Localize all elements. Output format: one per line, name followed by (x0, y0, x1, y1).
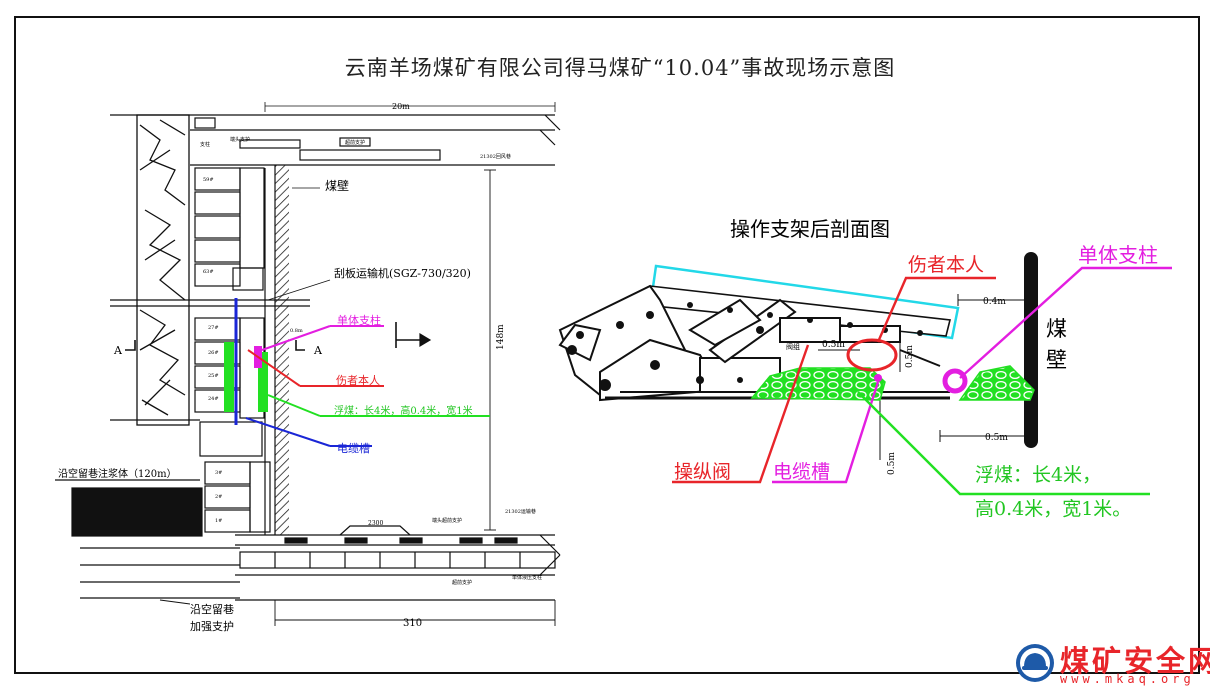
dim-05-bottom: 0.5m (985, 433, 1008, 443)
label-coal-line1: 浮煤：长4米， (975, 464, 1101, 486)
dim-04-top: 0.4m (983, 297, 1006, 307)
dim-310: 310 (403, 618, 422, 629)
watermark-url: www.mkaq.org (1060, 672, 1195, 686)
dim-148m: 148m (496, 324, 506, 350)
goaf-grout-block (71, 487, 203, 537)
label-goaf-grout: 沿空留巷注浆体（120m） (58, 467, 177, 480)
loose-coal-pile-2 (958, 365, 1035, 401)
watermark-title: 煤矿安全网 (1060, 644, 1210, 678)
tiny-hydraulic-prop: 单体液压支柱 (512, 574, 542, 581)
cable-marker (874, 374, 882, 382)
label-coal-wall-2: 壁 (1046, 348, 1067, 372)
label-cable-section: 电缆槽 (773, 461, 830, 483)
label-prop-section: 单体支柱 (1078, 243, 1158, 267)
section-title: 操作支架后剖面图 (730, 217, 890, 241)
support-column (194, 167, 271, 535)
support-no-63: 63# (203, 269, 214, 275)
label-cable-tray: 电缆槽 (337, 442, 370, 455)
canopy-outline (650, 264, 960, 340)
tiny-prop: 支柱 (200, 141, 210, 148)
support-no-2: 2# (215, 494, 222, 500)
tiny-haulage-roadway: 21302运输巷 (505, 508, 536, 515)
section-view (558, 252, 1172, 496)
helmet-icon (1016, 644, 1054, 682)
dim-05-valve: 0.5m (905, 345, 915, 368)
label-goaf-lane: 沿空留巷 (190, 602, 234, 616)
dim-05-mid: 0.5m (822, 340, 845, 350)
tiny-dim-08: 0.8m (290, 328, 303, 334)
plan-labels: 20m 148m 310 2300 煤壁 刮板运输机(SGZ-730/320) … (58, 102, 542, 633)
plan-view (55, 102, 561, 626)
dim-2300: 2300 (368, 520, 383, 527)
label-section-A-left: A (113, 344, 123, 357)
label-reinforce: 加强支护 (190, 619, 234, 633)
support-no-59: 59# (203, 177, 214, 183)
plan-green-coal (224, 342, 490, 417)
dim-05-vertical: 0.5m (887, 452, 897, 475)
label-section-A-right: A (313, 344, 323, 357)
label-prop: 单体支柱 (337, 313, 381, 327)
label-coal-line2: 高0.4米，宽1米。 (975, 498, 1131, 520)
injured-marker (846, 338, 898, 372)
plan-red-injured (247, 349, 384, 387)
label-conveyor: 刮板运输机(SGZ-730/320) (334, 266, 471, 280)
label-valve: 操纵阀 (674, 461, 731, 483)
label-injured: 伤者本人 (336, 373, 380, 387)
tiny-advance-support: 超前支护 (345, 139, 365, 146)
coal-wall-bar (1024, 252, 1038, 448)
loose-coal-pile-1 (750, 367, 886, 401)
support-no-3: 3# (215, 470, 222, 476)
section-labels: 操作支架后剖面图 伤者本人 单体支柱 煤 壁 操纵阀 电缆槽 浮煤：长4米， 高… (674, 217, 1158, 520)
tiny-end-advance: 端头超前支护 (432, 517, 462, 524)
prop-marker (942, 368, 968, 394)
section-dimensions (818, 294, 1024, 460)
support-no-24: 24# (208, 396, 219, 402)
page-title: 云南羊场煤矿有限公司得马煤矿“10.04”事故现场示意图 (344, 56, 896, 80)
tiny-valve-box: 阀组 (786, 342, 800, 351)
figure-frame (14, 16, 1200, 674)
label-loose-coal: 浮煤：长4米，高0.4米，宽1米 (334, 404, 473, 417)
dim-20m: 20m (392, 102, 410, 111)
tiny-end-support: 端头支护 (230, 136, 250, 143)
plan-blue-cable (234, 298, 372, 447)
support-no-1: 1# (215, 518, 222, 524)
label-coal-wall: 煤壁 (325, 178, 349, 193)
support-no-26: 26# (208, 350, 219, 356)
site-watermark: 煤矿安全网 www.mkaq.org (1012, 638, 1210, 690)
support-no-27: 27# (208, 325, 219, 331)
tiny-advance-support-2: 超前支护 (452, 579, 472, 586)
support-pins (567, 302, 923, 391)
support-no-25: 25# (208, 373, 219, 379)
rock-goaf (136, 114, 190, 426)
label-injured-section: 伤者本人 (908, 254, 984, 276)
tiny-return-airway: 21302回风巷 (480, 154, 511, 160)
section-leaders (672, 266, 1172, 496)
label-coal-wall-1: 煤 (1046, 317, 1067, 341)
